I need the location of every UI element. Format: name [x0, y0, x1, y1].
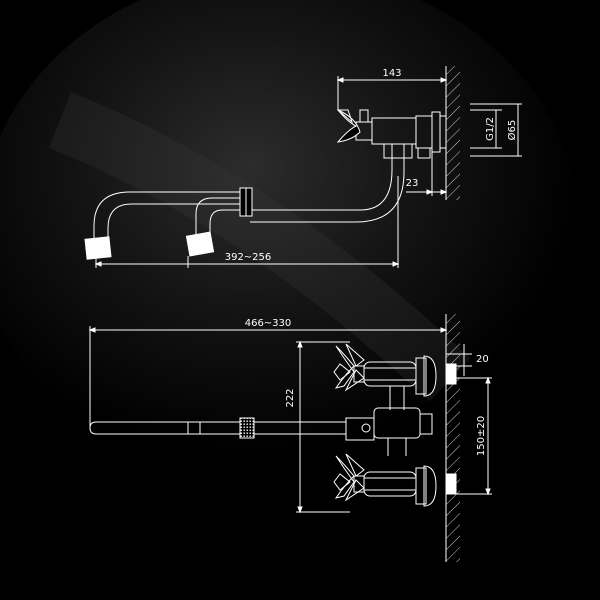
- front-dim-offset-label: 20: [476, 354, 489, 365]
- front-mixer-body: [345, 407, 433, 456]
- top-dimension-spout-reach: [94, 176, 400, 268]
- front-dimension-height: [296, 340, 350, 514]
- top-dim-offset-label: 23: [406, 178, 419, 189]
- top-wall: [445, 66, 460, 200]
- top-dim-diameter-label: Ø65: [506, 120, 518, 141]
- front-dim-height-label: 222: [285, 388, 296, 407]
- top-dim-thread-label: G1/2: [485, 117, 496, 141]
- top-dimension-width: [336, 76, 448, 110]
- front-upper-valve: [333, 343, 457, 410]
- top-dimension-thread: [470, 103, 522, 157]
- front-dimension-spout-reach: [88, 326, 448, 430]
- front-lower-valve: [333, 453, 457, 507]
- top-dim-width-label: 143: [382, 68, 401, 79]
- front-wall: [445, 314, 460, 562]
- background-sheen: [48, 92, 471, 402]
- top-spout: [84, 158, 405, 260]
- front-dimension-centers: [456, 376, 492, 496]
- front-view: [88, 314, 492, 562]
- top-dim-spout-reach-label: 392~256: [225, 252, 272, 263]
- top-faucet-body: [336, 109, 447, 159]
- front-dim-centers-label: 150±20: [476, 416, 487, 456]
- front-dim-spout-reach-label: 466~330: [245, 318, 292, 329]
- top-dimension-offset: [406, 150, 448, 196]
- front-spout: [89, 417, 346, 439]
- top-view: [84, 66, 522, 268]
